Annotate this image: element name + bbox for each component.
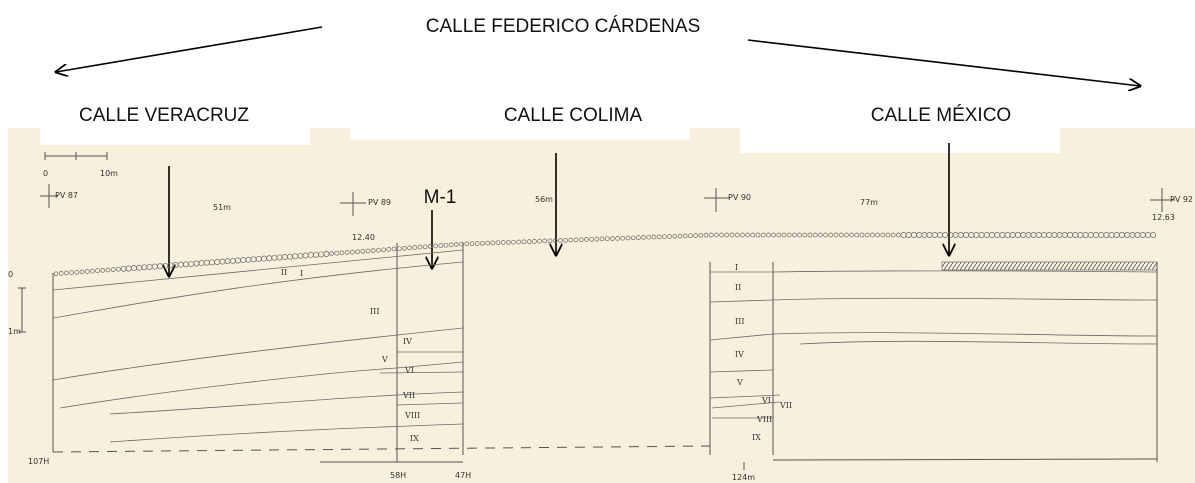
svg-text:PV 90: PV 90 — [728, 193, 751, 202]
svg-text:VI: VI — [761, 396, 771, 405]
depth-label-58h: 58H — [390, 471, 406, 480]
svg-text:VI: VI — [404, 366, 414, 375]
svg-text:10m: 10m — [100, 169, 118, 178]
top-street-label: CALLE FEDERICO CÁRDENAS — [426, 16, 701, 37]
svg-text:I: I — [735, 263, 738, 272]
svg-text:0: 0 — [8, 270, 13, 279]
base-dashed-line — [52, 445, 711, 453]
depth-label-47h: 47H — [455, 471, 471, 480]
svg-text:III: III — [370, 307, 379, 316]
label-mask-left — [40, 125, 310, 145]
svg-text:PV 89: PV 89 — [368, 198, 391, 207]
scale-bar: 0 10m 0 1m — [8, 152, 118, 336]
station-pv92: PV 92 — [1150, 188, 1193, 212]
street-label-colima: CALLE COLIMA — [504, 105, 643, 126]
strata-labels-left: I II III IV V VI VII VIII IX — [281, 268, 420, 443]
elevation-pv89: 12.40 — [352, 233, 375, 242]
svg-text:PV 87: PV 87 — [55, 191, 78, 200]
label-mask-mid — [350, 125, 690, 140]
strata-lines-right — [709, 270, 1158, 419]
svg-text:IX: IX — [752, 433, 761, 442]
svg-text:II: II — [281, 268, 287, 277]
svg-text:1m: 1m — [8, 327, 21, 336]
depth-label-left: 107H — [28, 457, 49, 466]
station-pv87: PV 87 — [40, 184, 78, 208]
svg-text:V: V — [381, 355, 388, 364]
paper-background — [8, 128, 1195, 483]
svg-text:V: V — [736, 378, 743, 387]
marker-m1-label: M-1 — [424, 187, 457, 208]
right-base-line — [772, 458, 1158, 461]
svg-text:IX: IX — [410, 434, 419, 443]
street-label-veracruz: CALLE VERACRUZ — [79, 105, 249, 126]
svg-text:VII: VII — [402, 391, 415, 400]
distance-77m: 77m — [860, 198, 878, 207]
distance-51m: 51m — [213, 203, 231, 212]
svg-text:II: II — [735, 283, 741, 292]
top-left-arrow — [56, 26, 323, 72]
strata-lines-left — [52, 249, 464, 443]
svg-text:PV 92: PV 92 — [1170, 195, 1193, 204]
svg-text:0: 0 — [43, 169, 48, 178]
street-label-mexico: CALLE MÉXICO — [871, 105, 1011, 126]
surface-pebbles — [53, 232, 1157, 277]
svg-text:III: III — [735, 317, 744, 326]
svg-text:VIII: VIII — [404, 411, 420, 420]
station-pv89: PV 89 — [340, 192, 391, 216]
station-pv90: PV 90 — [704, 188, 751, 212]
strata-labels-right: I II III IV V VI VII VIII IX — [735, 263, 792, 442]
svg-text:VII: VII — [779, 401, 792, 410]
svg-text:VIII: VIII — [756, 415, 772, 424]
top-right-arrow — [747, 39, 1140, 86]
distance-56m: 56m — [535, 195, 553, 204]
svg-text:I: I — [300, 269, 303, 278]
svg-text:IV: IV — [403, 337, 412, 346]
svg-text:IV: IV — [735, 350, 744, 359]
depth-label-124m: 124m — [732, 473, 755, 482]
label-mask-right — [740, 125, 1060, 153]
hatched-pavement — [941, 261, 1158, 271]
elevation-pv92: 12.63 — [1152, 213, 1175, 222]
